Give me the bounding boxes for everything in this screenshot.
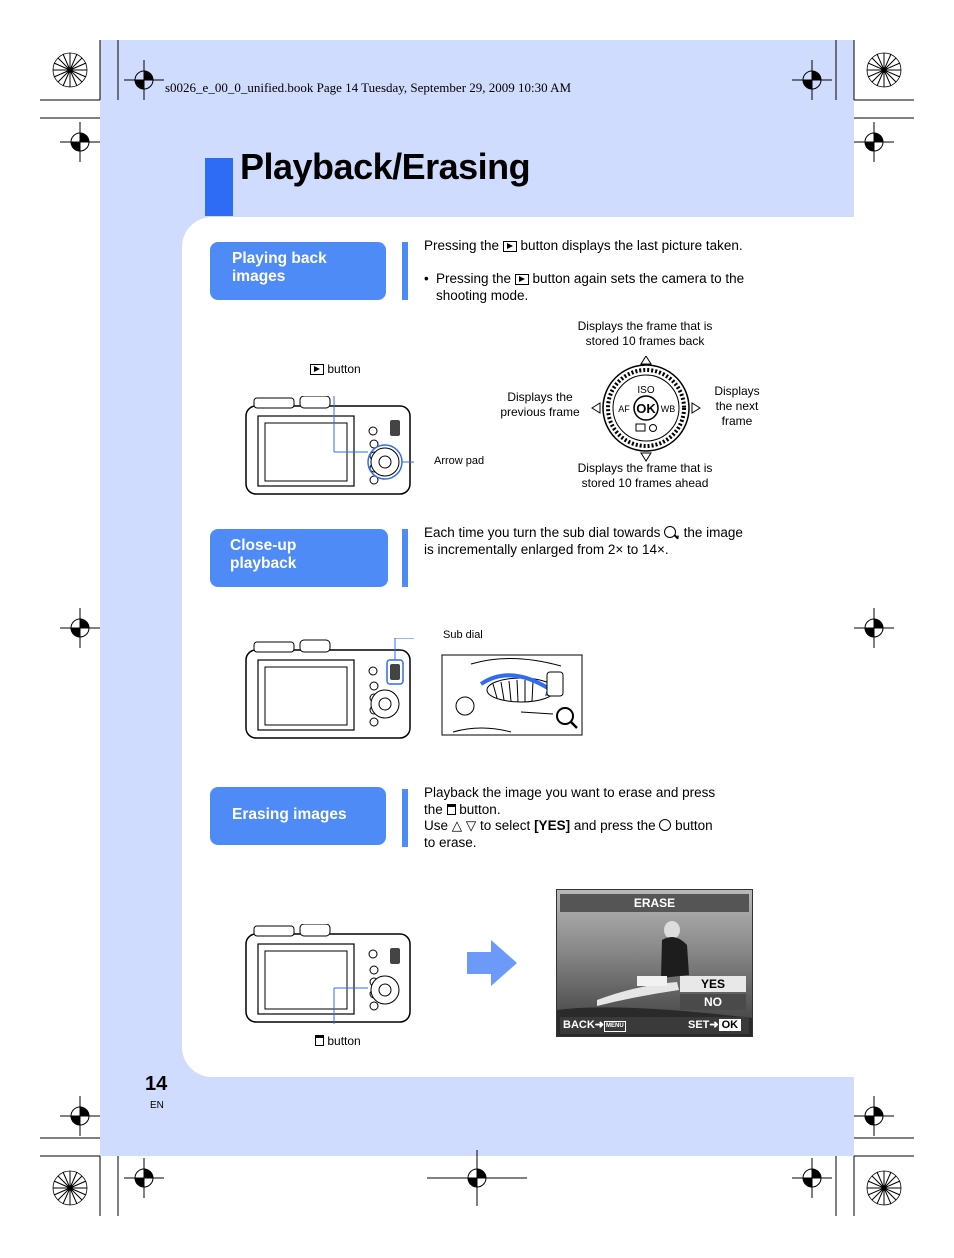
playback-bullet: • Pressing the button again sets the cam… — [424, 271, 754, 303]
text-fragment: Each time you turn the sub dial towards — [424, 525, 665, 540]
playback-description: Pressing the button displays the last pi… — [424, 238, 754, 255]
dial-label-top: Displays the frame that is stored 10 fra… — [577, 319, 713, 348]
text-fragment: Pressing the — [424, 238, 503, 253]
text-line: the button. — [424, 802, 754, 819]
language-code: EN — [150, 1100, 164, 1111]
playback-icon — [502, 241, 517, 252]
erase-description: Playback the image you want to erase and… — [424, 785, 754, 851]
text-fragment: Use — [424, 818, 452, 833]
text-fragment: button. — [455, 801, 501, 817]
camera-back-illustration — [245, 924, 411, 1024]
back-label: BACK — [563, 1019, 595, 1031]
playback-icon — [310, 364, 324, 375]
text-line: Playback the image you want to erase and… — [424, 785, 716, 800]
page-title: Playback/Erasing — [240, 146, 531, 187]
text-fragment: and press the — [570, 818, 660, 833]
iso-text: ISO — [637, 385, 654, 396]
trash-icon — [446, 803, 456, 815]
no-option[interactable]: NO — [680, 994, 746, 1010]
text-fragment: button again sets the camera to the shoo… — [436, 271, 745, 303]
up-down-arrows-icon: △ ▽ — [451, 818, 477, 833]
section-playing-back: Playing back images — [210, 242, 386, 300]
camera-back-illustration — [245, 638, 414, 739]
section-divider — [402, 529, 408, 587]
wb-text: WB — [661, 404, 676, 414]
section-label-line1: Playing back — [232, 250, 327, 267]
erase-screen-title: ERASE — [560, 894, 749, 912]
arrow-pad-dial: OK ISO AF WB — [591, 356, 701, 462]
text-fragment: button — [671, 818, 713, 833]
text-fragment: , the image is incrementally enlarged fr… — [424, 525, 743, 557]
erase-screen: ERASE YES NO BACK➜MENU SET➜OK — [556, 889, 753, 1037]
af-text: AF — [618, 404, 630, 414]
camera-back-illustration — [245, 396, 414, 495]
set-hint: SET➜OK — [688, 1018, 742, 1033]
dial-label-bottom: Displays the frame that is stored 10 fra… — [577, 461, 713, 490]
text-fragment: Pressing the — [436, 271, 515, 286]
yes-option-text: [YES] — [534, 818, 571, 833]
callout-label: button — [327, 1034, 361, 1048]
section-erasing: Erasing images — [210, 787, 386, 845]
magnify-icon — [664, 526, 679, 540]
dial-label-right: Displays the next frame — [714, 384, 760, 428]
ok-button-icon — [659, 819, 672, 831]
section-close-up: Close-up playback — [210, 529, 388, 587]
text-fragment: button displays the last picture taken. — [516, 238, 743, 253]
arrow-right-icon — [467, 940, 517, 986]
yes-option[interactable]: YES — [680, 976, 746, 992]
bullet-mark: • — [424, 271, 429, 286]
ok-button-icon: OK — [718, 1019, 742, 1031]
text-line: Use △ ▽ to select [YES] and press the bu… — [424, 818, 754, 835]
text-fragment: to select — [476, 818, 535, 833]
trash-icon — [315, 1035, 324, 1046]
playback-button-callout: button — [310, 362, 361, 377]
dial-label-left: Displays the previous frame — [500, 390, 580, 419]
page-number: 14 — [145, 1073, 168, 1095]
erase-button-callout: button — [315, 1034, 361, 1049]
callout-label: button — [327, 362, 361, 376]
closeup-description: Each time you turn the sub dial towards … — [424, 525, 744, 558]
book-header: s0026_e_00_0_unified.book Page 14 Tuesda… — [165, 80, 572, 95]
section-divider — [402, 242, 408, 300]
ok-text: OK — [636, 401, 656, 416]
text-line: to erase. — [424, 834, 477, 850]
arrow-pad-label: Arrow pad — [434, 455, 485, 467]
sub-dial-label: Sub dial — [443, 629, 483, 641]
section-label-line2: images — [232, 268, 286, 285]
section-label: Erasing images — [232, 806, 347, 823]
title-accent-bar — [205, 158, 233, 216]
playback-icon — [514, 274, 529, 285]
text-fragment: the — [424, 801, 447, 817]
section-label-line1: Close-up — [230, 537, 297, 554]
back-hint: BACK➜MENU — [563, 1019, 626, 1032]
set-label: SET — [688, 1019, 710, 1031]
section-label-line2: playback — [230, 555, 297, 572]
section-divider — [402, 789, 408, 847]
sub-dial-closeup-illustration — [441, 654, 583, 736]
menu-button-icon: MENU — [604, 1021, 626, 1032]
